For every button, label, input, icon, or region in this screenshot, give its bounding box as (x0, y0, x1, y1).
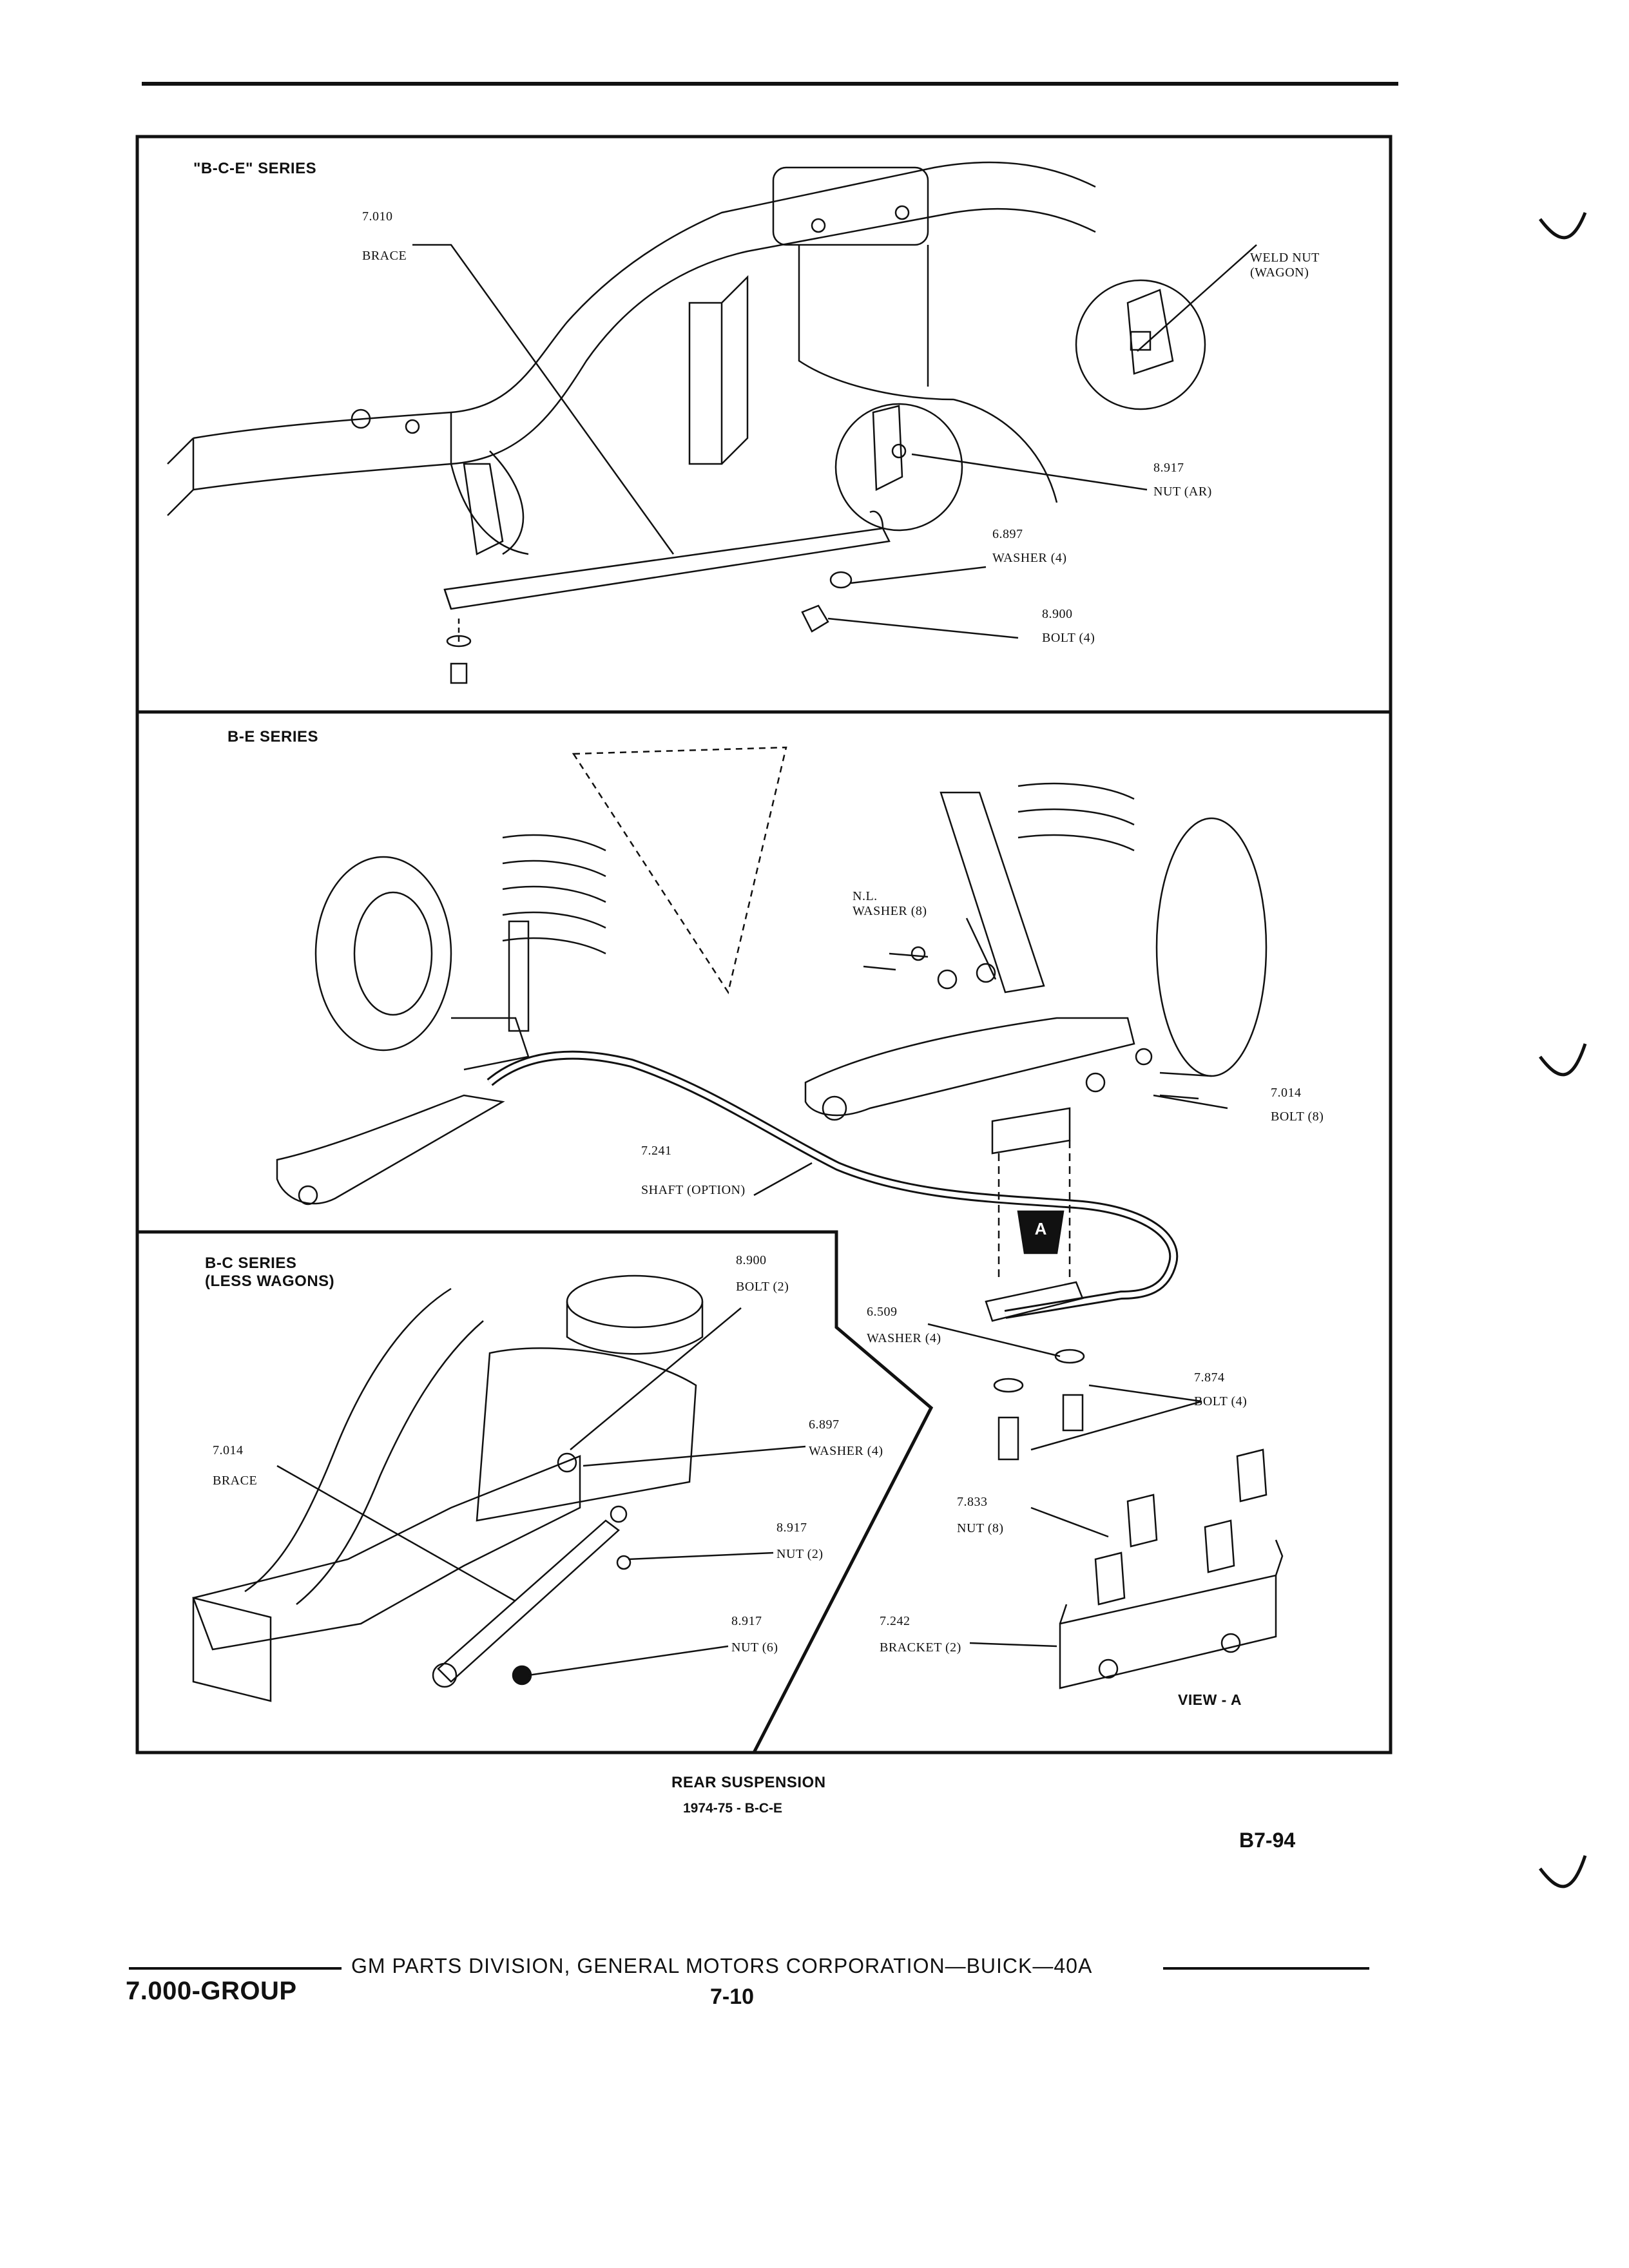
leader-nut-8917-6 (528, 1645, 729, 1677)
callout-number: 6.897 (809, 1418, 840, 1432)
callout-washer-6897-bc: 6.897 WASHER (4) (809, 1418, 883, 1459)
detail-circle-nut (834, 403, 963, 532)
callout-name: WASHER (4) (992, 551, 1067, 565)
middle-axle-drawing (276, 746, 1284, 1689)
callout-washer-6897: 6.897 WASHER (4) (992, 527, 1067, 566)
callout-name: WASHER (4) (809, 1444, 883, 1458)
callout-shaft-7241: 7.241 SHAFT (OPTION) (641, 1144, 746, 1198)
callout-number: 7.010 (362, 209, 393, 224)
footer-page-number: 7-10 (710, 1984, 755, 2009)
callout-nl-washer: N.L. WASHER (8) (853, 889, 927, 919)
callout-name: NUT (6) (731, 1640, 778, 1655)
callout-number: 7.241 (641, 1144, 672, 1158)
callout-nut-7833: 7.833 NUT (8) (957, 1495, 1004, 1536)
callout-name: BRACKET (2) (880, 1640, 961, 1655)
stabilizer-shaft (487, 1050, 1179, 1319)
callout-weld-nut: WELD NUT (WAGON) (1250, 221, 1320, 295)
callout-name: BOLT (2) (736, 1280, 789, 1294)
callout-name: SHAFT (OPTION) (641, 1183, 746, 1197)
callout-number: 6.509 (867, 1305, 898, 1319)
leader-shaft (753, 1162, 813, 1196)
leader-washer-6897 (583, 1445, 806, 1467)
callout-name: BRACE (213, 1474, 258, 1488)
callout-bolt-7014: 7.014 BOLT (8) (1271, 1086, 1324, 1124)
leader-brace-7014 (276, 1465, 516, 1602)
leader-bolt-7014 (1153, 1094, 1228, 1110)
callout-bolt-8900: 8.900 BOLT (4) (1042, 607, 1095, 646)
callout-number: 7.014 (213, 1443, 244, 1457)
callout-bolt-7874: 7.874 BOLT (4) (1194, 1370, 1247, 1409)
callout-number: N.L. (853, 889, 878, 903)
series-title-be: B-E SERIES (227, 728, 319, 745)
callout-number: 7.833 (957, 1495, 988, 1509)
callout-number: 7.014 (1271, 1086, 1302, 1100)
view-a-marker: A (1034, 1219, 1047, 1238)
leader-washer-6509 (927, 1323, 1061, 1358)
leader-nut-8917-2 (628, 1552, 774, 1561)
callout-number: 8.900 (736, 1253, 767, 1267)
figure-code: B7-94 (1239, 1829, 1296, 1852)
series-title-bc: B-C SERIES (LESS WAGONS) (205, 1254, 335, 1290)
binding-mark (1539, 1855, 1587, 1888)
callout-number: 8.917 (776, 1521, 807, 1535)
callout-nut-8917: 8.917 NUT (AR) (1153, 461, 1212, 499)
callout-name: NUT (8) (957, 1521, 1004, 1535)
view-a-label: VIEW - A (1178, 1691, 1242, 1708)
callout-name: BOLT (4) (1194, 1394, 1248, 1408)
brace-7010 (443, 527, 891, 610)
brace-7014 (437, 1519, 620, 1683)
figure-frame (135, 135, 1393, 1754)
callout-name: NUT (AR) (1153, 485, 1212, 499)
callout-nut-8917-6: 8.917 NUT (6) (731, 1614, 778, 1655)
footer-publisher: GM PARTS DIVISION, GENERAL MOTORS CORPOR… (351, 1954, 1093, 1977)
callout-brace-7014-bc: 7.014 BRACE (213, 1443, 257, 1488)
callout-name: NUT (2) (776, 1547, 824, 1561)
leader-nut-ar (911, 453, 1148, 491)
leader-nut-7833 (1030, 1506, 1109, 1538)
bottom-brace-drawing (192, 1274, 806, 1702)
callout-bolt-8900-bc: 8.900 BOLT (2) (736, 1253, 789, 1294)
leader-weld-nut (1137, 244, 1257, 352)
callout-nut-8917-2: 8.917 NUT (2) (776, 1521, 824, 1562)
inset-panel-border (137, 1230, 934, 1754)
callout-number: 7.242 (880, 1614, 911, 1628)
callout-name: WASHER (4) (867, 1331, 941, 1345)
callout-name: WELD NUT (WAGON) (1250, 251, 1320, 280)
leader-nl-washer (965, 918, 997, 980)
callout-name: BOLT (4) (1042, 631, 1095, 645)
callout-number: 8.917 (731, 1614, 762, 1628)
leader-bolt (827, 617, 1019, 639)
callout-bracket-7242: 7.242 BRACKET (2) (880, 1614, 961, 1655)
binding-mark (1539, 1043, 1587, 1077)
figure-caption-subtitle: 1974-75 - B-C-E (683, 1801, 783, 1816)
callout-washer-6509: 6.509 WASHER (4) (867, 1305, 941, 1346)
figure-caption-title: REAR SUSPENSION (671, 1774, 826, 1791)
callout-name: WASHER (8) (853, 904, 927, 918)
footer-group: 7.000-GROUP (126, 1977, 297, 2005)
callout-brace-7010: 7.010 BRACE (362, 209, 407, 264)
bracket-7242 (1059, 1574, 1277, 1689)
leader-bolt-7874 (1030, 1384, 1202, 1451)
top-frame-rail (167, 161, 1257, 684)
binding-mark (1539, 212, 1587, 240)
callout-number: 8.917 (1153, 461, 1184, 475)
callout-name: BRACE (362, 249, 407, 263)
leader-brace (412, 244, 675, 555)
detail-circle-weld-nut (1075, 279, 1206, 410)
series-title-bce: "B-C-E" SERIES (193, 160, 317, 177)
leader-bolt-8900 (570, 1307, 742, 1450)
callout-number: 6.897 (992, 527, 1023, 541)
callout-number: 7.874 (1194, 1370, 1225, 1385)
callout-number: 8.900 (1042, 607, 1073, 621)
callout-name: BOLT (8) (1271, 1110, 1324, 1124)
leader-washer (850, 566, 987, 584)
leader-bracket-7242 (969, 1642, 1057, 1648)
